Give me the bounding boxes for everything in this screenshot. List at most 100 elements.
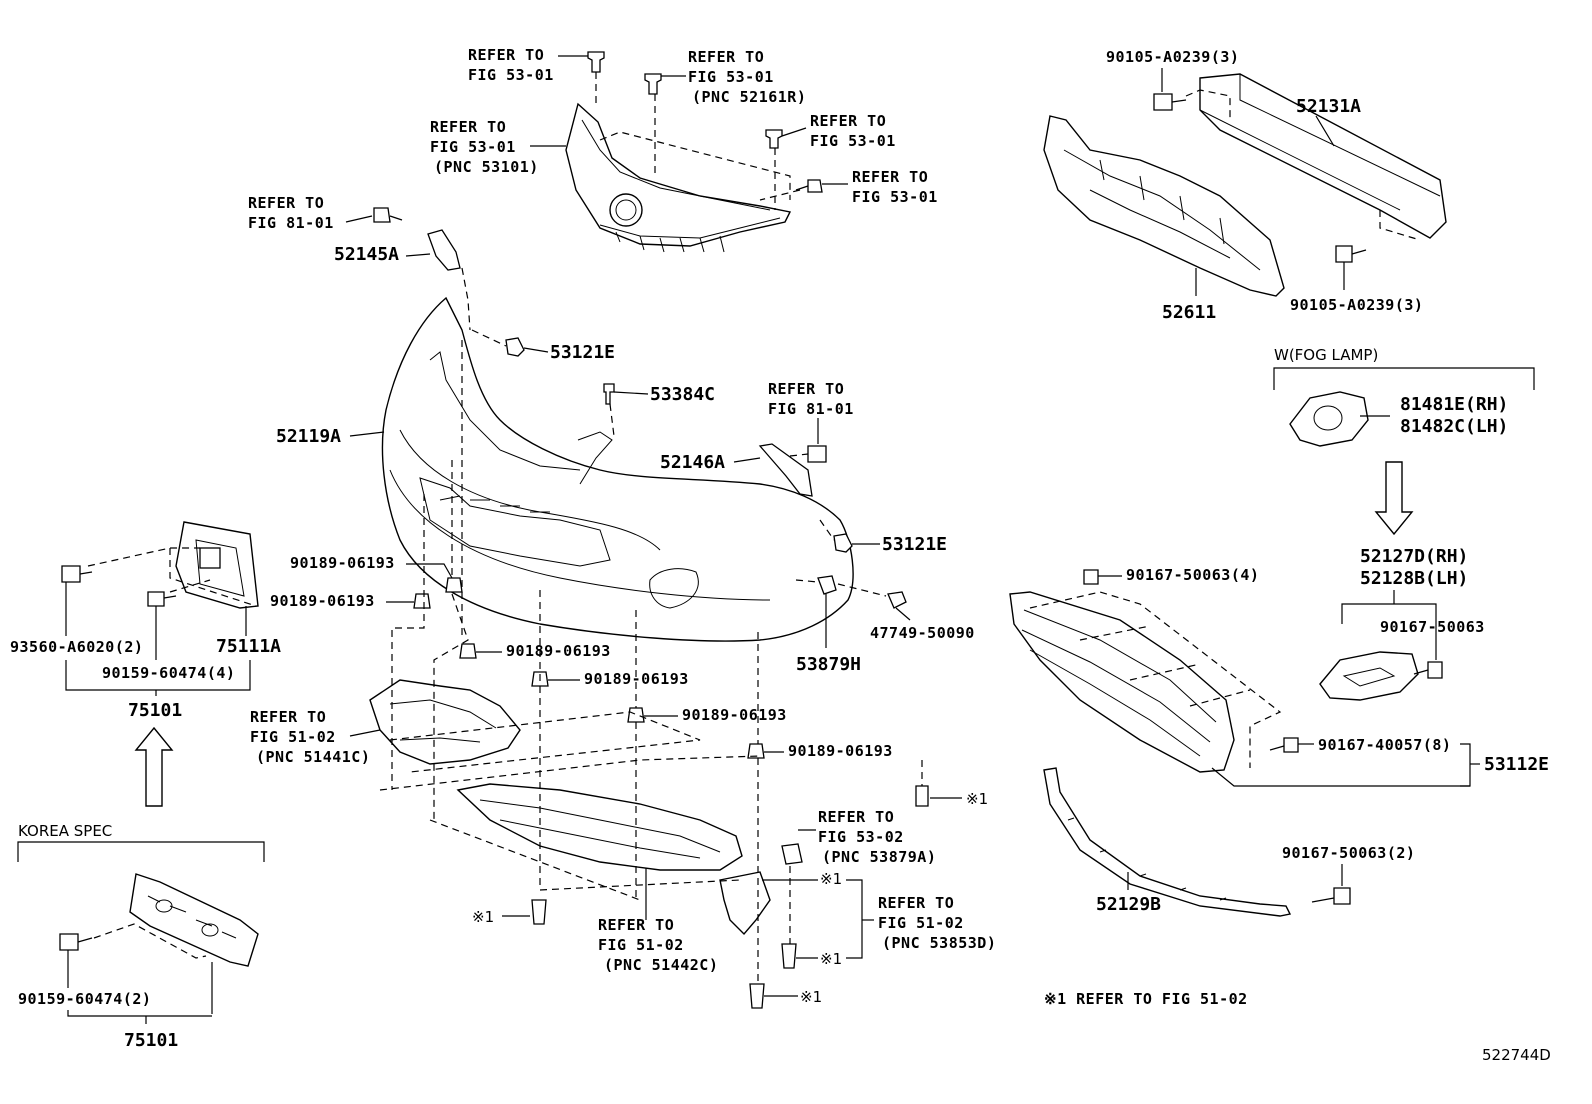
note-refer-51-02: ※1 REFER TO FIG 51-02	[1044, 990, 1248, 1008]
engine-under-cover-51441C	[369, 679, 521, 765]
diagram-id: 522744D	[1482, 1046, 1551, 1064]
upper-grille	[565, 102, 792, 253]
ref-51-02-b-3: (PNC 51442C)	[604, 956, 718, 974]
part-52131A: 52131A	[1296, 96, 1361, 117]
part-75111A: 75111A	[216, 636, 281, 657]
part-52128B: 52128B(LH)	[1360, 568, 1468, 589]
arrow-down-icon	[1374, 461, 1414, 536]
mark1-a: ※1	[472, 908, 494, 926]
screw-icon	[1269, 737, 1299, 753]
mark1-c: ※1	[820, 870, 842, 888]
clip-icon	[505, 337, 525, 357]
ref-53-01-e-1: REFER TO	[852, 168, 928, 186]
part-90189-c: 90189-06193	[506, 642, 611, 660]
ref-53-01-b-3: (PNC 52161R)	[692, 88, 806, 106]
part-93560-A6020: 93560-A6020(2)	[10, 638, 143, 656]
ref-81-01-b-1: REFER TO	[768, 380, 844, 398]
ref-51-02-c-1: REFER TO	[878, 894, 954, 912]
ref-53-01-a-2: FIG 53-01	[468, 66, 554, 84]
part-90189-a: 90189-06193	[290, 554, 395, 572]
fog-cover	[1319, 651, 1419, 701]
part-90167-50063-2: 90167-50063(2)	[1282, 844, 1415, 862]
clip-icon	[644, 73, 662, 95]
bracket-53384C	[603, 383, 615, 405]
bracket-52146A	[758, 443, 813, 497]
ref-53-01-c-2: FIG 53-01	[430, 138, 516, 156]
ref-81-01-a-2: FIG 81-01	[248, 214, 334, 232]
fog-lamp-label: W(FOG LAMP)	[1274, 346, 1378, 364]
ref-53-01-c-3: (PNC 53101)	[434, 158, 539, 176]
screw-icon	[61, 565, 93, 583]
part-90167-40057: 90167-40057(8)	[1318, 736, 1451, 754]
part-90167-50063: 90167-50063	[1380, 618, 1485, 636]
screw-icon	[781, 943, 797, 969]
clip-icon	[413, 593, 431, 609]
part-53112E: 53112E	[1484, 754, 1549, 775]
part-53121E-a: 53121E	[550, 342, 615, 363]
license-bracket-75111A	[175, 521, 259, 609]
ref-51-02-a-1: REFER TO	[250, 708, 326, 726]
bracket-53853D	[719, 871, 771, 936]
part-75101-b: 75101	[124, 1030, 178, 1051]
clip-icon	[887, 591, 907, 609]
screw-icon	[147, 591, 177, 607]
ref-53-01-d-2: FIG 53-01	[810, 132, 896, 150]
ref-51-02-a-2: FIG 51-02	[250, 728, 336, 746]
part-90189-d: 90189-06193	[584, 670, 689, 688]
ref-53-01-b-2: FIG 53-01	[688, 68, 774, 86]
ref-51-02-c-3: (PNC 53853D)	[882, 934, 996, 952]
ref-51-02-c-2: FIG 51-02	[878, 914, 964, 932]
part-52119A: 52119A	[276, 426, 341, 447]
part-52145A: 52145A	[334, 244, 399, 265]
part-53384C: 53384C	[650, 384, 715, 405]
bracket-53879H	[817, 575, 837, 595]
screw-icon	[749, 983, 765, 1009]
part-75101-a: 75101	[128, 700, 182, 721]
part-90159-60474-4: 90159-60474(4)	[102, 664, 235, 682]
ref-53-01-c-1: REFER TO	[430, 118, 506, 136]
reinforcement-52131A	[1199, 73, 1447, 239]
clip-icon	[833, 533, 853, 553]
ref-53-01-d-1: REFER TO	[810, 112, 886, 130]
part-90189-e: 90189-06193	[682, 706, 787, 724]
part-47749-50090: 47749-50090	[870, 624, 975, 642]
screw-icon	[1153, 93, 1187, 111]
screw-icon	[373, 207, 403, 223]
clip-icon	[459, 643, 477, 659]
screw-icon	[531, 899, 547, 925]
ref-53-02-1: REFER TO	[818, 808, 894, 826]
korea-spec-label: KOREA SPEC	[18, 822, 112, 840]
bracket-52145A	[427, 229, 461, 271]
part-53121E-b: 53121E	[882, 534, 947, 555]
part-90189-f: 90189-06193	[788, 742, 893, 760]
lower-grille-53112E	[1009, 591, 1235, 773]
part-90159-60474-2: 90159-60474(2)	[18, 990, 151, 1008]
mark1-b: ※1	[966, 790, 988, 808]
ref-53-02-3: (PNC 53879A)	[822, 848, 936, 866]
part-90105-A0239-b: 90105-A0239(3)	[1290, 296, 1423, 314]
clip-icon	[765, 129, 783, 149]
screw-icon	[915, 785, 929, 807]
screw-icon	[1413, 661, 1443, 679]
arrow-up-icon	[134, 726, 174, 807]
part-90189-b: 90189-06193	[270, 592, 375, 610]
screw-icon	[1083, 569, 1099, 585]
part-52127D: 52127D(RH)	[1360, 546, 1468, 567]
license-bracket-korea	[129, 873, 259, 967]
fog-lamp-bezel	[1289, 391, 1369, 447]
molding-52129B	[1043, 767, 1292, 917]
part-90105-A0239-a: 90105-A0239(3)	[1106, 48, 1239, 66]
ref-81-01-a-1: REFER TO	[248, 194, 324, 212]
absorber-52611	[1043, 115, 1285, 297]
ref-53-01-b-1: REFER TO	[688, 48, 764, 66]
part-81482C: 81482C(LH)	[1400, 416, 1508, 437]
screw-icon	[1335, 245, 1367, 263]
ref-51-02-b-2: FIG 51-02	[598, 936, 684, 954]
part-90167-50063-4: 90167-50063(4)	[1126, 566, 1259, 584]
part-52611: 52611	[1162, 302, 1216, 323]
part-81481E: 81481E(RH)	[1400, 394, 1508, 415]
ref-53-02-2: FIG 53-02	[818, 828, 904, 846]
ref-51-02-a-3: (PNC 51441C)	[256, 748, 370, 766]
part-53879H: 53879H	[796, 654, 861, 675]
